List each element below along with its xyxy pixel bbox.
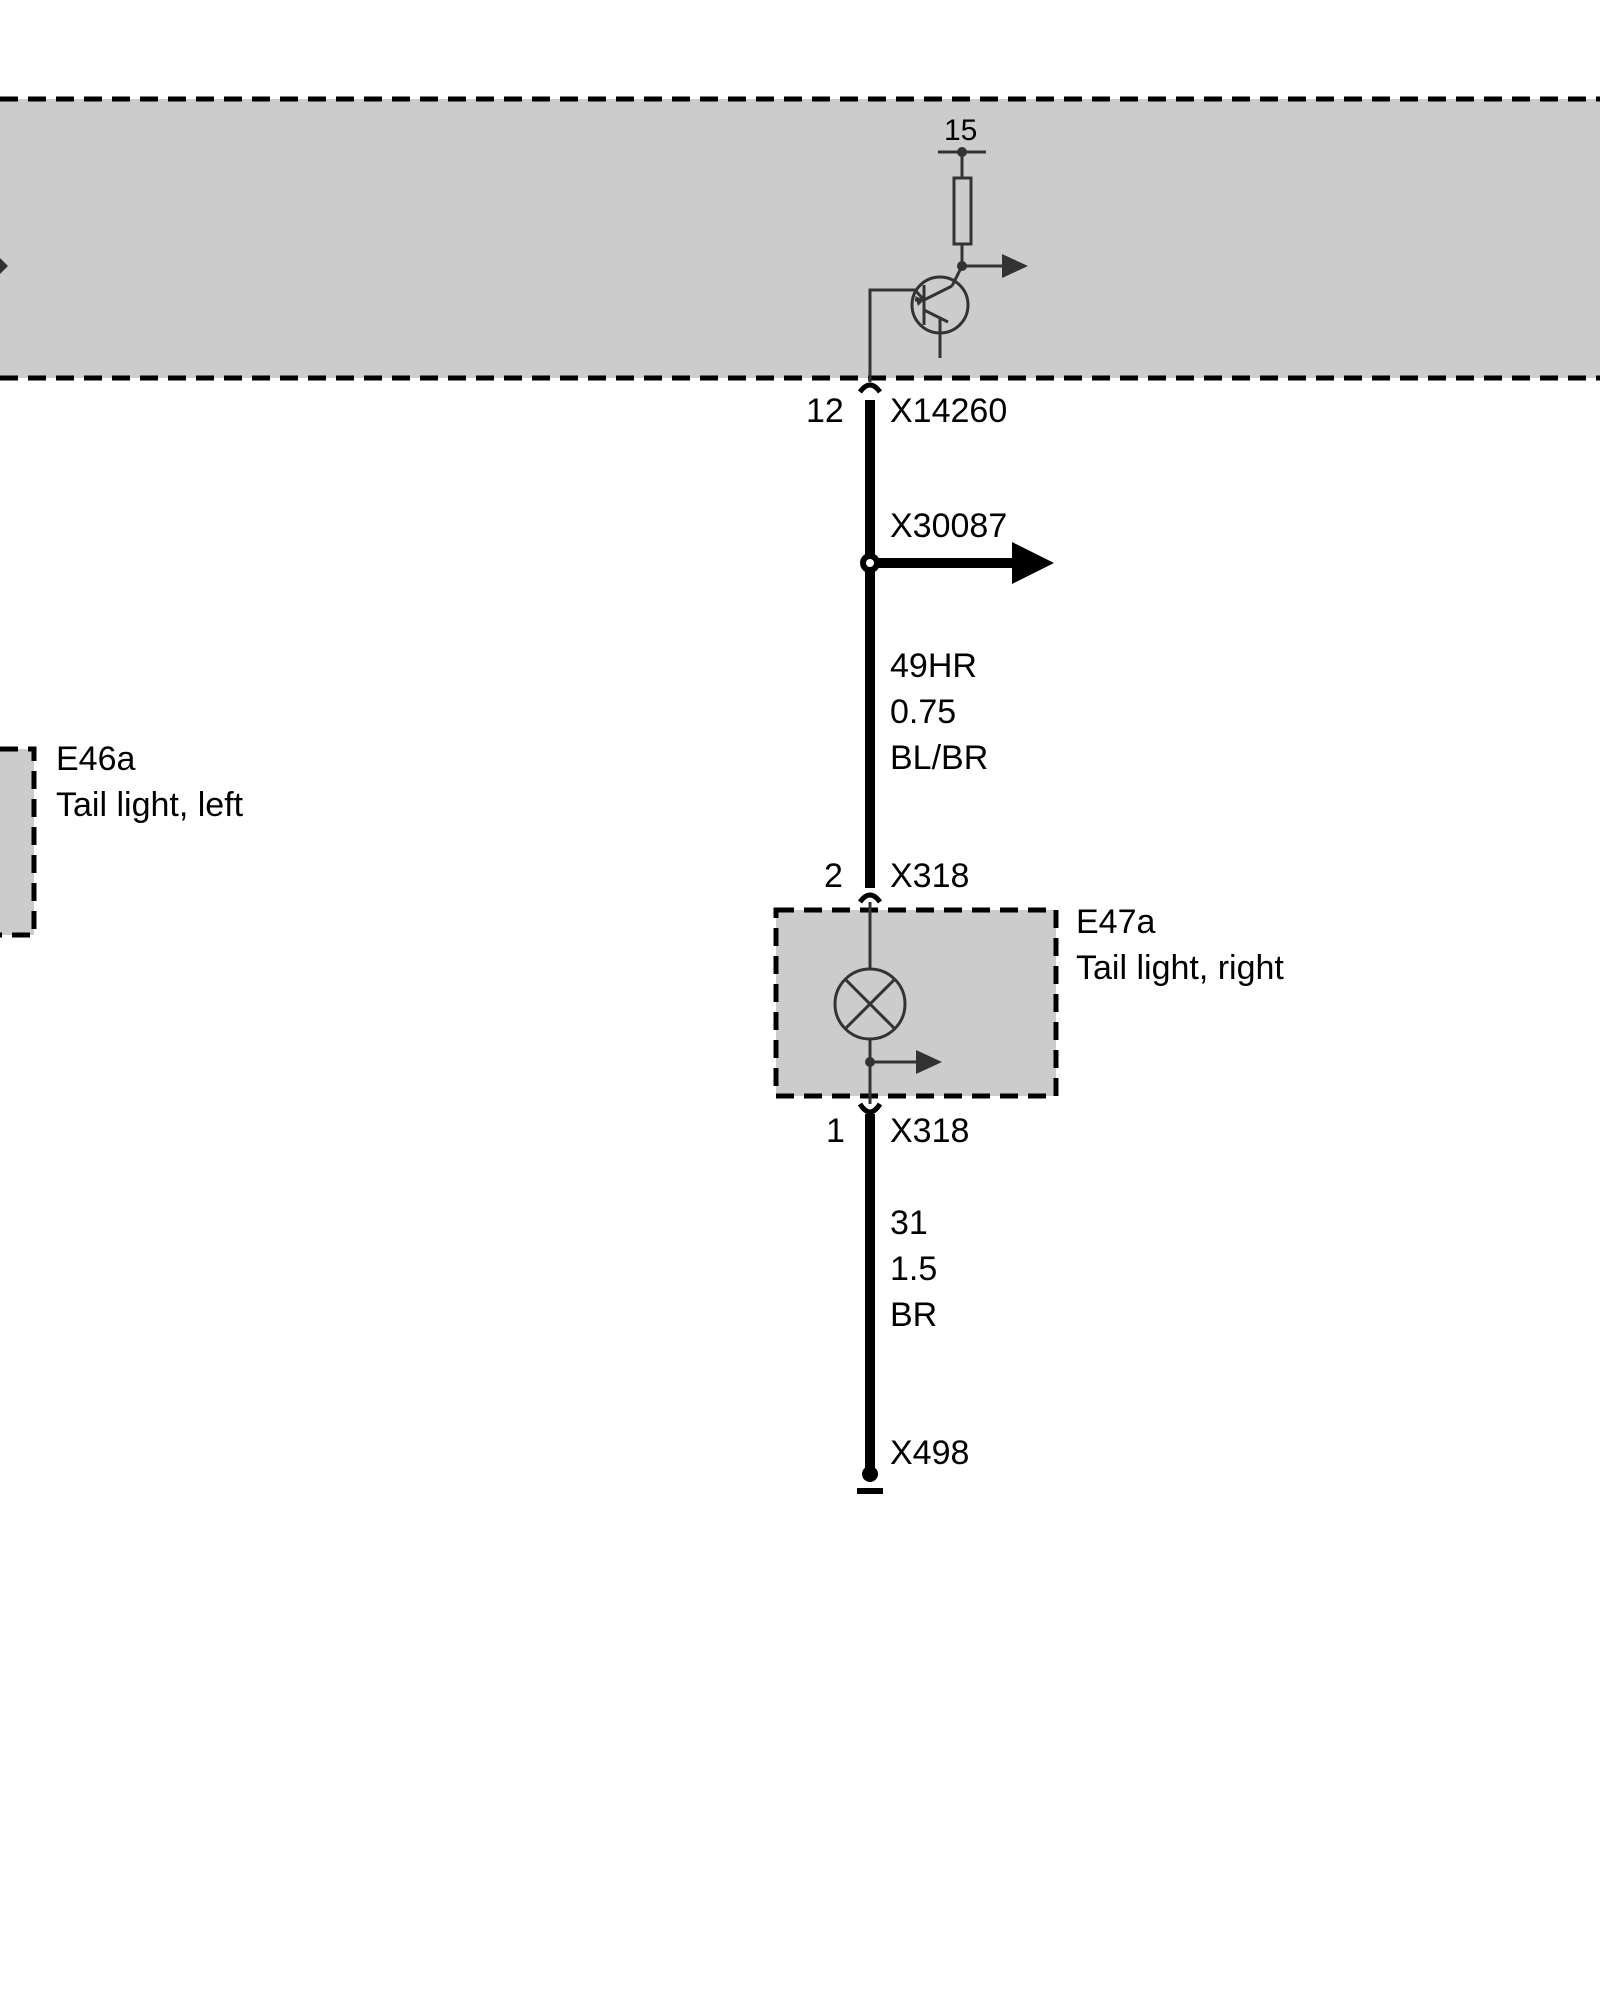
output-pin-label: 12 (806, 392, 844, 430)
tail-light-right: 2 X318 E47a Tail light, right 1 X318 (773, 857, 1284, 1150)
wire-upper-spec: 49HR 0.75 BL/BR (890, 647, 988, 777)
supply-terminal-label: 15 (944, 114, 977, 147)
supply-terminal-15: 15 (938, 114, 1028, 278)
connector-x14260-label: X14260 (890, 392, 1007, 430)
control-unit-module (0, 96, 1600, 381)
wire-lower-color: BR (890, 1296, 937, 1334)
tail-light-left-description: Tail light, left (56, 786, 244, 824)
internal-signal-arrow-icon (1002, 254, 1028, 278)
wire-upper-cross-section: 0.75 (890, 693, 956, 731)
lamp-signal-arrow-icon (916, 1050, 942, 1074)
splice-arrow-icon (1012, 542, 1054, 584)
tail-light-right-pin-in: 2 (824, 857, 843, 895)
splice-connector-label: X30087 (890, 507, 1007, 545)
transistor-icon (868, 265, 970, 382)
connector-x14260: 12 X14260 (806, 382, 1007, 430)
tail-light-left-id: E46a (56, 740, 135, 778)
wire-upper-circuit: 49HR (890, 647, 977, 685)
left-edge-arrow-icon (0, 258, 8, 274)
wire-lower-cross-section: 1.5 (890, 1250, 937, 1288)
ground-connector-label: X498 (890, 1434, 969, 1472)
tail-light-right-id: E47a (1076, 903, 1155, 941)
tail-light-right-description: Tail light, right (1076, 949, 1284, 987)
tail-light-right-connector-out: X318 (890, 1112, 969, 1150)
tail-light-left: E46a Tail light, left (0, 740, 244, 938)
wire-upper-color: BL/BR (890, 739, 988, 777)
wire-lower-spec: 31 1.5 BR (890, 1204, 937, 1334)
tail-light-right-connector-in: X318 (890, 857, 969, 895)
tail-light-right-pin-out: 1 (826, 1112, 845, 1150)
splice-x30087: X30087 (860, 507, 1054, 584)
ground-x498: X498 (857, 1434, 969, 1494)
wire-lower-circuit: 31 (890, 1204, 928, 1242)
